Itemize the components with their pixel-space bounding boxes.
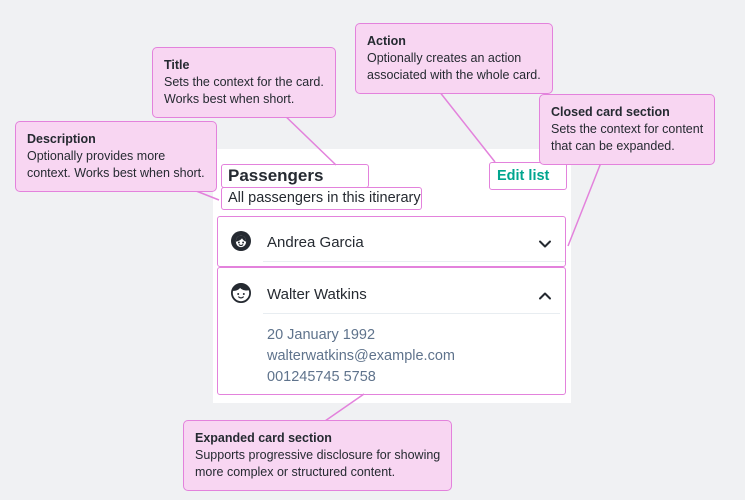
edit-list-button[interactable]: Edit list [497, 168, 550, 184]
boy-avatar-icon [229, 281, 253, 305]
passenger-details: 20 January 1992 walterwatkins@example.co… [267, 325, 455, 388]
callout-closed-body: Sets the context for content that can be… [551, 122, 704, 153]
callout-expanded-heading: Expanded card section [195, 431, 332, 445]
card-description: All passengers in this itinerary [228, 190, 421, 206]
passenger-email: walterwatkins@example.com [267, 348, 455, 364]
passenger-phone: 001245745 5758 [267, 369, 376, 385]
passenger-birthdate: 20 January 1992 [267, 327, 376, 343]
section-divider [263, 261, 566, 262]
card-preview-panel [213, 149, 571, 403]
callout-action-heading: Action [367, 34, 406, 48]
callout-description-heading: Description [27, 132, 96, 146]
callout-title-body: Sets the context for the card. Works bes… [164, 75, 324, 106]
passenger-name-andrea: Andrea Garcia [267, 234, 364, 251]
callout-expanded-body: Supports progressive disclosure for show… [195, 448, 441, 479]
callout-action-body: Optionally creates an action associated … [367, 51, 541, 82]
callout-closed-heading: Closed card section [551, 105, 670, 119]
section-divider [263, 313, 560, 314]
card-title: Passengers [228, 166, 324, 185]
chevron-down-icon[interactable] [537, 236, 553, 252]
callout-action: Action Optionally creates an action asso… [355, 23, 553, 94]
woman-avatar-icon [229, 229, 253, 253]
passenger-name-walter: Walter Watkins [267, 286, 367, 303]
callout-title: Title Sets the context for the card. Wor… [152, 47, 336, 118]
chevron-up-icon[interactable] [537, 288, 553, 304]
callout-title-heading: Title [164, 58, 190, 72]
callout-closed-section: Closed card section Sets the context for… [539, 94, 716, 165]
callout-description: Description Optionally provides more con… [15, 121, 217, 192]
callout-description-body: Optionally provides more context. Works … [27, 149, 205, 180]
callout-expanded-section: Expanded card section Supports progressi… [183, 420, 453, 491]
